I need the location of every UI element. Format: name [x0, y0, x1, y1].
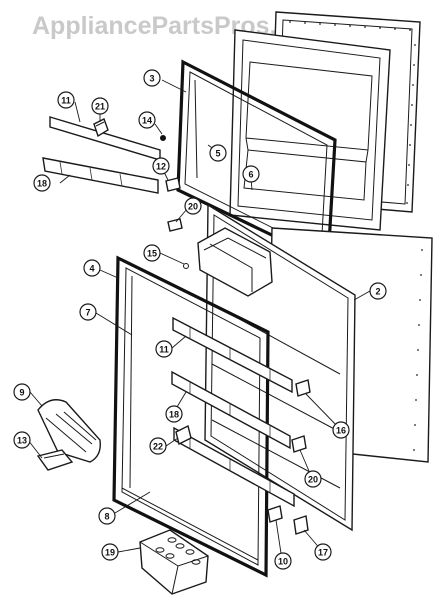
svg-text:10: 10 [278, 557, 288, 567]
callout-3: 3 [143, 69, 161, 87]
svg-text:22: 22 [153, 442, 163, 452]
callout-17: 17 [314, 543, 332, 561]
callout-8: 8 [98, 507, 116, 525]
svg-text:19: 19 [105, 548, 115, 558]
callout-20-top: 20 [184, 197, 202, 215]
shelf-end-cap-part-10 [267, 505, 283, 523]
callout-18-fresh-food: 18 [165, 405, 183, 423]
svg-text:8: 8 [104, 512, 109, 522]
bar-end-cap-part-20-top [167, 218, 183, 232]
svg-text:11: 11 [61, 96, 71, 106]
callout-6: 6 [242, 165, 260, 183]
svg-text:5: 5 [215, 149, 220, 159]
fresh-food-shelf-bar-middle [171, 370, 291, 450]
callout-5: 5 [209, 144, 227, 162]
bar-end-cap-part-12 [165, 177, 181, 192]
door-stop-part-22 [175, 424, 192, 446]
svg-text:9: 9 [19, 388, 24, 398]
butter-door-hinge [36, 449, 74, 471]
svg-text:20: 20 [308, 475, 318, 485]
callout-4: 4 [83, 259, 101, 277]
svg-text:20: 20 [188, 202, 198, 212]
svg-text:6: 6 [248, 170, 253, 180]
callout-13: 13 [13, 431, 31, 449]
fresh-food-shelf-bar-lower [173, 426, 295, 508]
shelf-end-cap-part-20-lower [291, 435, 307, 453]
shelf-end-cap-part-16 [295, 379, 311, 397]
svg-text:18: 18 [169, 410, 179, 420]
callout-7: 7 [79, 303, 97, 321]
fresh-food-door-liner [197, 203, 356, 532]
door-stop-part-21 [93, 118, 109, 138]
callout-12: 12 [152, 157, 170, 175]
callout-11-fresh-food: 11 [155, 340, 173, 358]
svg-text:2: 2 [375, 287, 380, 297]
egg-bin [139, 529, 209, 595]
callout-21: 21 [91, 97, 109, 115]
callout-9: 9 [13, 383, 31, 401]
callout-14: 14 [138, 111, 156, 129]
fresh-food-door-gasket [112, 255, 270, 578]
freezer-door-liner [229, 29, 391, 231]
fresh-food-shelf-bar-upper [172, 316, 293, 394]
shelf-end-cap-part-17 [293, 515, 309, 535]
callout-2: 2 [369, 282, 387, 300]
svg-text:13: 13 [17, 436, 27, 446]
svg-text:17: 17 [318, 548, 328, 558]
callout-11-freezer: 11 [57, 91, 75, 109]
svg-text:4: 4 [89, 264, 94, 274]
svg-text:21: 21 [95, 102, 105, 112]
screw-part-14 [160, 135, 166, 141]
svg-text:15: 15 [147, 249, 157, 259]
callout-10: 10 [274, 552, 292, 570]
callout-18-freezer: 18 [33, 174, 51, 192]
freezer-shelf-rail [42, 157, 159, 194]
callout-16: 16 [332, 421, 350, 439]
callout-22: 22 [149, 437, 167, 455]
svg-text:11: 11 [159, 345, 169, 355]
svg-text:14: 14 [142, 116, 152, 126]
leader-lines [27, 79, 371, 561]
svg-text:7: 7 [85, 308, 90, 318]
svg-text:12: 12 [156, 162, 166, 172]
plug-part-15 [183, 263, 189, 269]
callout-15: 15 [143, 244, 161, 262]
svg-text:3: 3 [149, 74, 154, 84]
callout-19: 19 [101, 543, 119, 561]
butter-compartment-door [37, 399, 101, 463]
svg-text:16: 16 [336, 426, 346, 436]
callout-20-lower: 20 [304, 470, 322, 488]
svg-text:18: 18 [37, 179, 47, 189]
